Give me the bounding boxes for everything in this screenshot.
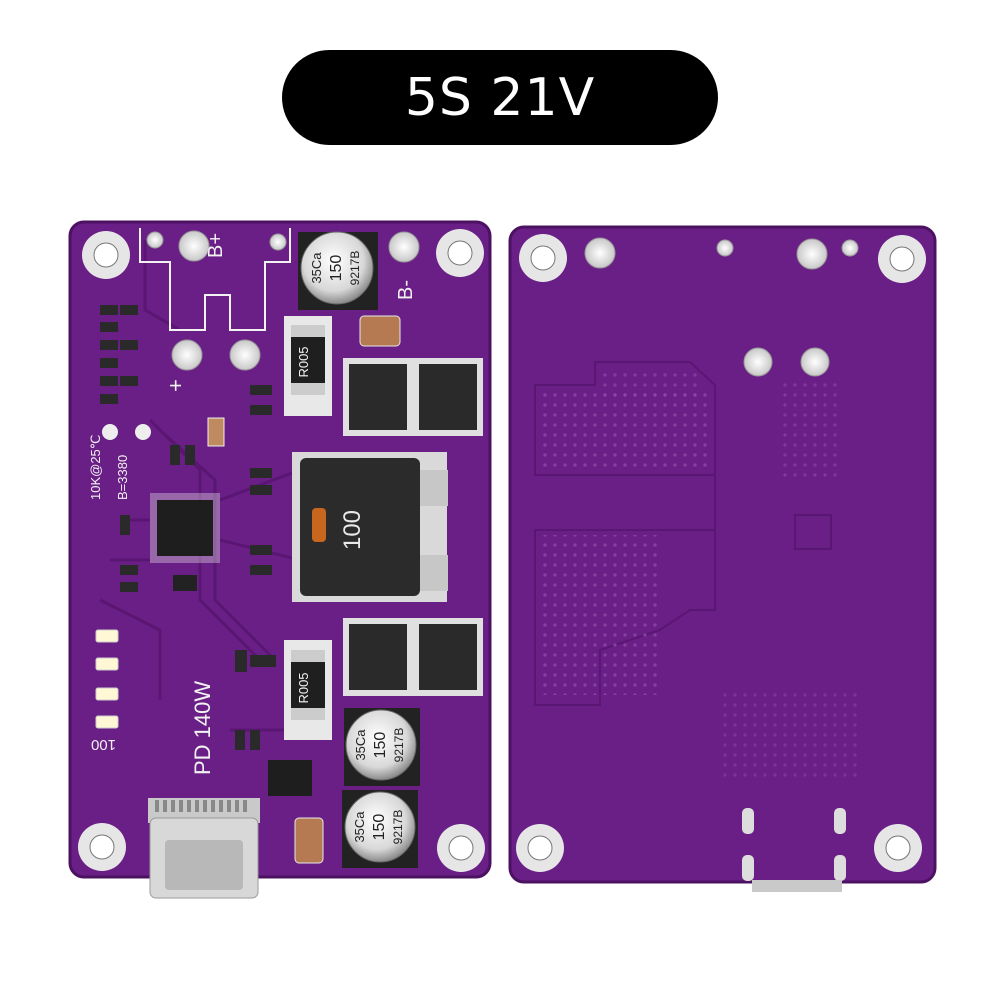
r005-bottom-label: R005	[296, 672, 311, 703]
label-beta: B=3380	[115, 455, 130, 500]
cap-mid-lot: 9217B	[392, 728, 406, 763]
label-b-minus: B-	[395, 280, 417, 300]
label-plus: +	[163, 379, 188, 392]
label-power: PD 140W	[190, 681, 215, 775]
cap-mid-value: 150	[372, 732, 389, 759]
through-pads-back	[584, 237, 859, 377]
status-leds	[95, 629, 119, 729]
capacitor-mid: 35Ca 150 9217B	[344, 708, 420, 786]
usb-c-tabs-back	[742, 808, 846, 892]
cap-bottom-code: 35Ca	[352, 811, 367, 843]
cap-top-code: 35Ca	[309, 252, 324, 284]
inductor-label: 100	[339, 510, 366, 550]
label-b-plus: B+	[205, 233, 227, 258]
inductor: 100	[292, 452, 448, 602]
cap-top-lot: 9217B	[348, 251, 362, 286]
label-ntc: 10K@25℃	[88, 435, 103, 500]
cap-mid-code: 35Ca	[353, 729, 368, 761]
mosfets	[343, 358, 483, 696]
shunt-resistor-bottom: R005	[284, 640, 332, 740]
label-led-resistor: 100	[91, 736, 116, 753]
capacitor-top: 35Ca 150 9217B	[298, 231, 378, 310]
pcb-front: B+ B- + 35Ca 150 9217B	[68, 220, 492, 899]
cap-bottom-value: 150	[371, 814, 388, 841]
controller-chip	[150, 493, 220, 591]
usb-c-port	[148, 798, 260, 899]
small-ic	[268, 760, 312, 796]
r005-top-label: R005	[296, 346, 311, 377]
cap-bottom-lot: 9217B	[391, 810, 405, 845]
banner-title: 5S 21V	[404, 67, 596, 128]
cap-top-value: 150	[328, 255, 345, 282]
mounting-holes-back	[516, 234, 926, 872]
capacitor-bottom: 35Ca 150 9217B	[342, 790, 418, 868]
mounting-holes-front	[78, 229, 485, 872]
battery-pads	[139, 228, 420, 371]
title-banner: 5S 21V	[282, 50, 718, 145]
ceramic-cap-bottom	[294, 817, 324, 864]
passives-left	[100, 305, 276, 750]
shunt-resistor-top: R005	[284, 316, 332, 416]
pcb-back	[508, 225, 937, 892]
ceramic-cap-top	[359, 315, 401, 347]
